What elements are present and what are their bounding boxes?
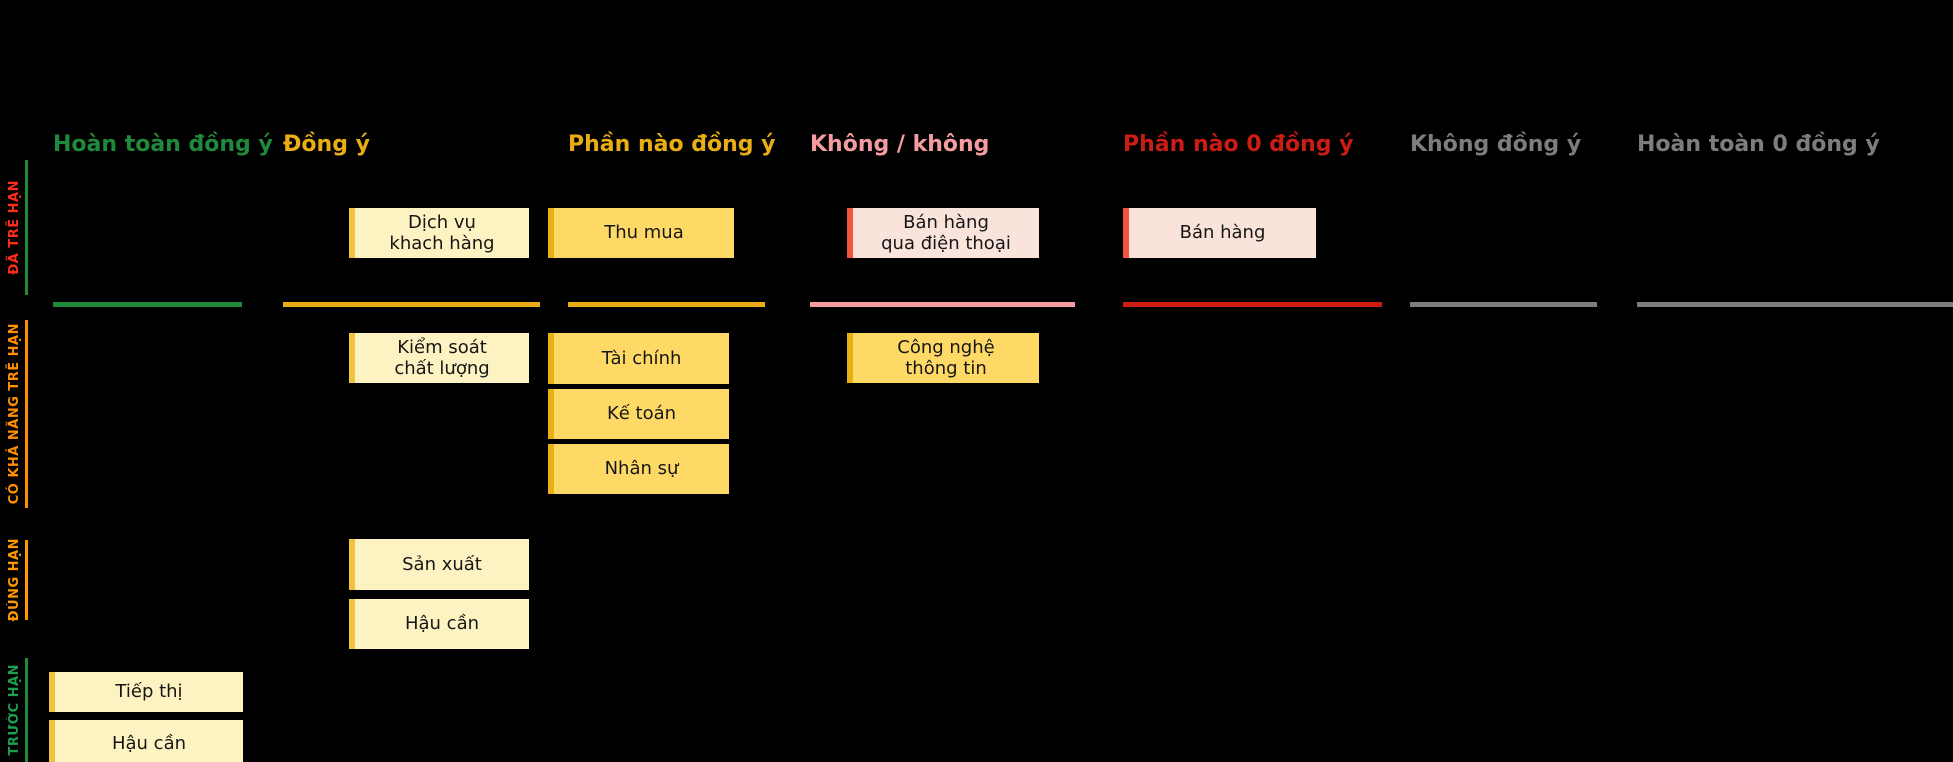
box-san-xuat[interactable]: Sản xuất	[349, 539, 529, 590]
row-label: ĐÚNG HẠN	[6, 538, 22, 622]
col-underline	[53, 302, 242, 307]
row-group-co-kha-nang-tre-han: CÓ KHẢ NĂNG TRỄ HẠN	[0, 320, 28, 508]
row-line	[25, 320, 28, 508]
box-hau-can-dung-han[interactable]: Hậu cần	[349, 599, 529, 649]
col-underline	[1637, 302, 1953, 307]
box-cong-nghe-thong-tin[interactable]: Công nghệ thông tin	[847, 333, 1039, 383]
box-dich-vu-khach-hang[interactable]: Dịch vụ khach hàng	[349, 208, 529, 258]
col-header-khong-khong: Không / không	[810, 128, 1075, 307]
col-header-label: Phần nào 0 đồng ý	[1123, 132, 1354, 157]
col-header-hoan-toan-0-dong-y: Hoàn toàn 0 đồng ý	[1637, 128, 1953, 307]
col-underline	[1123, 302, 1382, 307]
row-line	[25, 540, 28, 620]
box-ban-hang[interactable]: Bán hàng	[1123, 208, 1316, 258]
col-header-phan-nao-dong-y: Phần nào đồng ý	[568, 128, 776, 307]
col-header-dong-y: Đồng ý	[283, 128, 540, 307]
row-group-da-tre-han: ĐÃ TRỄ HẠN	[0, 160, 28, 295]
col-header-hoan-toan-dong-y: Hoàn toàn đồng ý	[53, 128, 273, 307]
col-header-label: Đồng ý	[283, 132, 370, 157]
row-group-truoc-han: TRƯỚC HẠN	[0, 658, 28, 762]
row-line	[25, 658, 28, 762]
box-nhan-su[interactable]: Nhân sự	[548, 444, 729, 494]
box-ban-hang-qua-dien-thoai[interactable]: Bán hàng qua điện thoại	[847, 208, 1039, 258]
row-line	[25, 160, 28, 295]
row-label: ĐÃ TRỄ HẠN	[6, 180, 22, 275]
box-thu-mua[interactable]: Thu mua	[548, 208, 734, 258]
col-header-label: Hoàn toàn đồng ý	[53, 132, 273, 157]
col-header-label: Hoàn toàn 0 đồng ý	[1637, 132, 1880, 157]
box-tiep-thi[interactable]: Tiếp thị	[49, 672, 243, 712]
row-label: TRƯỚC HẠN	[6, 664, 22, 756]
box-kiem-soat-chat-luong[interactable]: Kiểm soát chất lượng	[349, 333, 529, 383]
box-tai-chinh[interactable]: Tài chính	[548, 333, 729, 384]
col-underline	[810, 302, 1075, 307]
col-underline	[1410, 302, 1597, 307]
col-header-label: Không / không	[810, 132, 990, 157]
col-header-phan-nao-0-dong-y: Phần nào 0 đồng ý	[1123, 128, 1382, 307]
col-underline	[283, 302, 540, 307]
row-label: CÓ KHẢ NĂNG TRỄ HẠN	[6, 323, 22, 505]
col-header-label: Không đồng ý	[1410, 132, 1582, 157]
col-header-khong-dong-y: Không đồng ý	[1410, 128, 1597, 307]
row-group-dung-han: ĐÚNG HẠN	[0, 538, 28, 622]
box-ke-toan[interactable]: Kế toán	[548, 389, 729, 439]
box-hau-can-truoc-han[interactable]: Hậu cần	[49, 720, 243, 762]
col-header-label: Phần nào đồng ý	[568, 132, 776, 157]
col-underline	[568, 302, 765, 307]
